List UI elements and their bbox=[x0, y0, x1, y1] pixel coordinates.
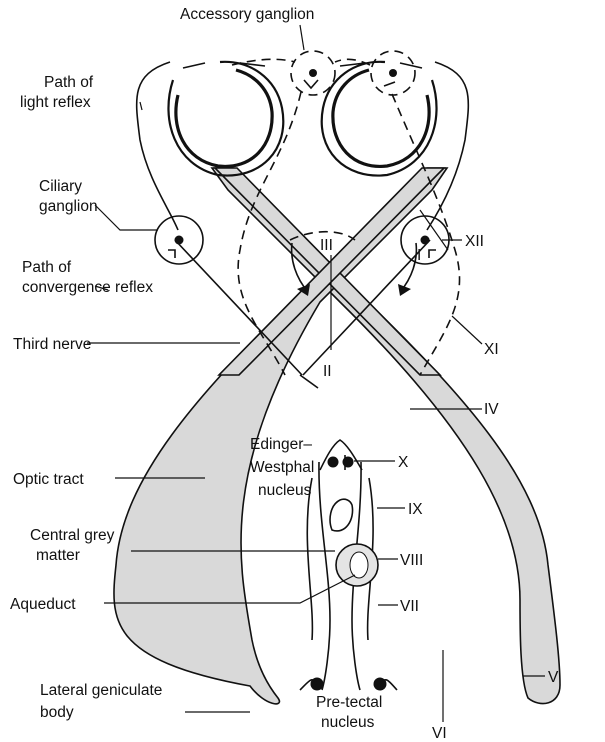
label-lgb-1: Lateral geniculate bbox=[40, 682, 162, 699]
optic-pathway bbox=[114, 168, 560, 704]
ciliary-ganglion-right bbox=[401, 216, 449, 264]
numeral-XI: XI bbox=[484, 341, 499, 358]
numeral-I: I bbox=[417, 247, 421, 264]
label-central-grey-1: Central grey bbox=[30, 527, 115, 544]
numeral-III: III bbox=[320, 237, 333, 254]
midbrain bbox=[300, 440, 397, 691]
label-edinger-2: Westphal bbox=[250, 459, 314, 476]
numeral-IX: IX bbox=[408, 501, 423, 518]
label-pretectal-1: Pre-tectal bbox=[316, 694, 382, 711]
numeral-X: X bbox=[398, 454, 409, 471]
numeral-XII: XII bbox=[465, 233, 484, 250]
light-reflex-path bbox=[137, 62, 469, 388]
accessory-ganglion-left bbox=[291, 51, 335, 95]
label-central-grey-2: matter bbox=[36, 547, 80, 564]
numeral-VIII: VIII bbox=[400, 552, 423, 569]
label-aqueduct: Aqueduct bbox=[10, 596, 76, 613]
numeral-II: II bbox=[323, 363, 332, 380]
right-eye bbox=[322, 62, 437, 176]
label-ciliary-1: Ciliary bbox=[39, 178, 82, 195]
numeral-VI: VI bbox=[432, 725, 447, 742]
label-ciliary-2: ganglion bbox=[39, 198, 98, 215]
label-lgb-2: body bbox=[40, 704, 74, 721]
left-eye bbox=[168, 62, 283, 176]
label-path-conv-1: Path of bbox=[22, 259, 72, 276]
label-path-light-1: Path of bbox=[44, 74, 94, 91]
numeral-V: V bbox=[548, 669, 559, 686]
label-third-nerve: Third nerve bbox=[13, 336, 91, 353]
label-accessory-ganglion: Accessory ganglion bbox=[180, 6, 314, 23]
label-path-conv-2: convergence reflex bbox=[22, 279, 153, 296]
label-edinger-3: nucleus bbox=[258, 482, 312, 499]
ciliary-ganglion-left bbox=[155, 216, 203, 264]
numeral-IV: IV bbox=[484, 401, 499, 418]
label-optic-tract: Optic tract bbox=[13, 471, 84, 488]
label-path-light-2: light reflex bbox=[20, 94, 91, 111]
label-pretectal-2: nucleus bbox=[321, 714, 375, 731]
numeral-VII: VII bbox=[400, 598, 419, 615]
accessory-ganglion-right bbox=[371, 51, 415, 95]
label-edinger-1: Edinger– bbox=[250, 436, 312, 453]
optic-chiasm bbox=[215, 168, 444, 375]
